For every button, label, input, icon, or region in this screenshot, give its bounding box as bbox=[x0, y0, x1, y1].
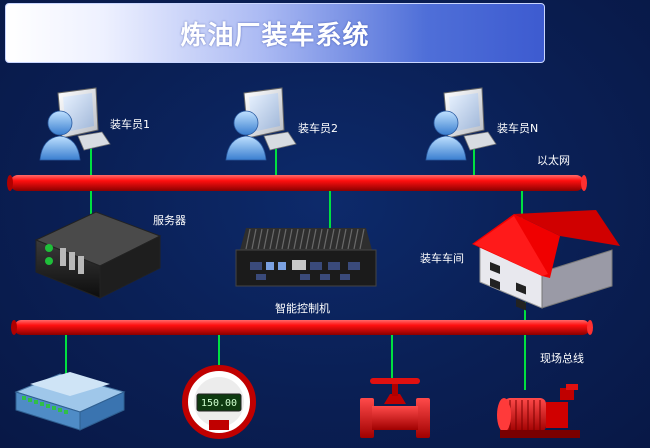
page-title: 炼油厂装车系统 bbox=[180, 20, 370, 51]
fieldbus-line bbox=[11, 320, 593, 335]
operator-2-workstation-icon bbox=[225, 87, 297, 161]
controller-label: 智能控制机 bbox=[275, 302, 330, 315]
ethernet-bus bbox=[7, 175, 587, 191]
workshop-label: 装车车间 bbox=[420, 252, 464, 265]
operator-1-workstation-icon bbox=[39, 87, 111, 161]
pump-motor-icon bbox=[497, 384, 580, 438]
valve-icon bbox=[360, 378, 430, 438]
operator-1-label: 装车员1 bbox=[110, 118, 150, 131]
title-bar: 炼油厂装车系统 bbox=[5, 3, 545, 63]
operator-2-label: 装车员2 bbox=[298, 122, 338, 135]
operator-n-workstation-icon bbox=[425, 87, 497, 161]
server-icon bbox=[34, 211, 162, 299]
workshop-building-icon bbox=[472, 210, 620, 311]
flow-meter-reading: 150.00 bbox=[201, 398, 237, 409]
fieldbus-label: 现场总线 bbox=[540, 352, 584, 365]
operator-n-label: 装车员N bbox=[497, 122, 539, 135]
io-module-icon bbox=[14, 372, 126, 431]
server-label: 服务器 bbox=[153, 214, 186, 227]
smart-controller-icon bbox=[235, 228, 377, 287]
flow-meter-icon bbox=[182, 365, 256, 439]
ethernet-label: 以太网 bbox=[537, 154, 570, 167]
